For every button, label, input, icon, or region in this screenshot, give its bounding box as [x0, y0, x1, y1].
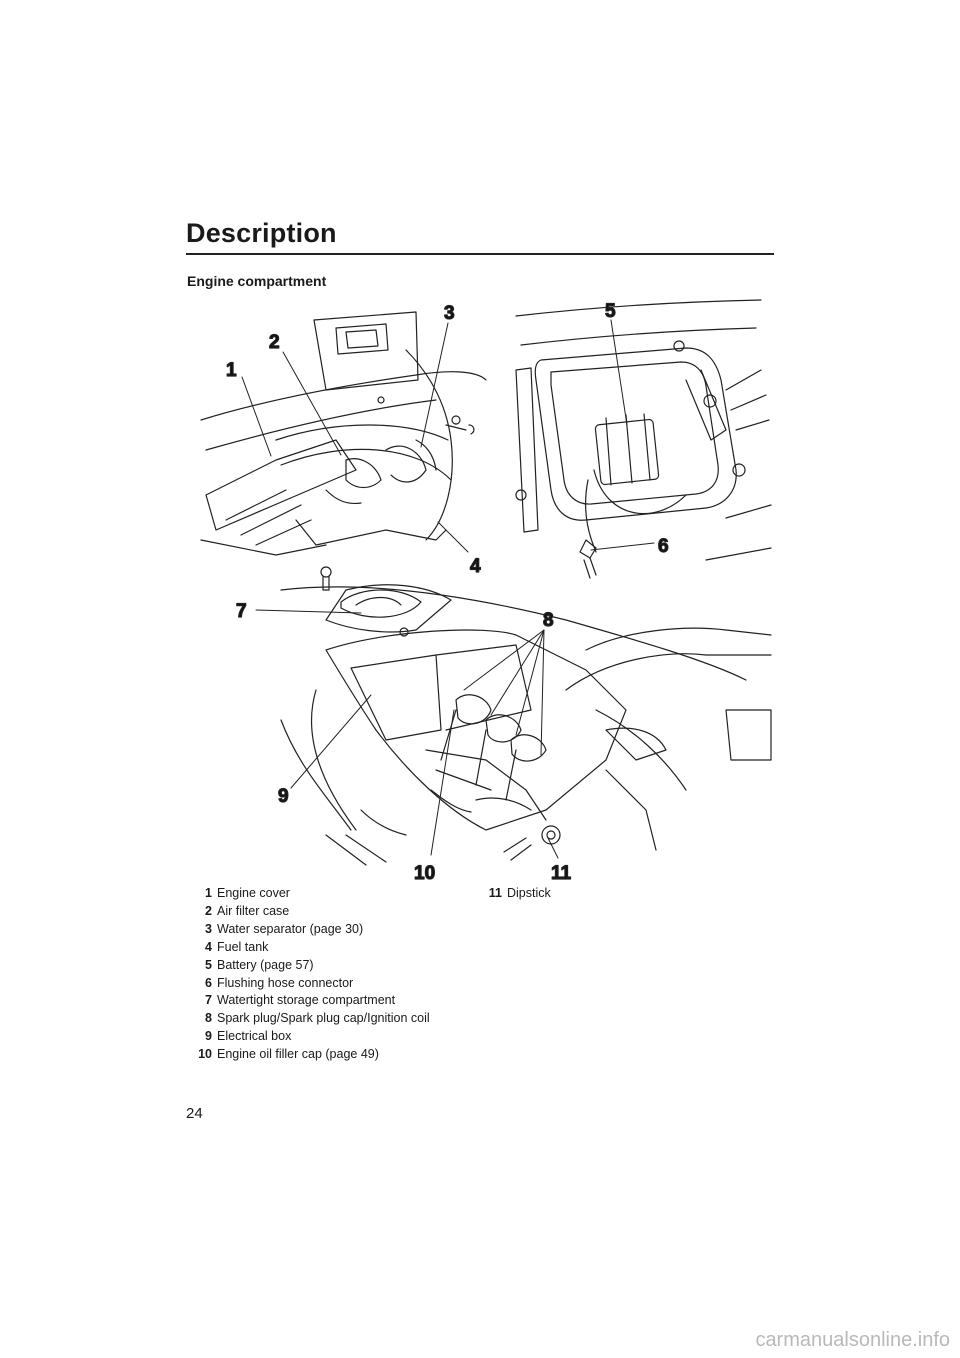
legend-item: 1 Engine cover — [186, 885, 486, 903]
watermark[interactable]: carmanualsonline.info — [755, 1329, 950, 1351]
legend-item: 4 Fuel tank — [186, 939, 486, 957]
legend-number: 7 — [205, 993, 212, 1008]
legend-number: 6 — [205, 975, 212, 990]
callout-1: 1 — [226, 360, 237, 381]
legend-label: Electrical box — [217, 1029, 292, 1044]
legend-number: 10 — [198, 1047, 212, 1062]
legend-number: 8 — [205, 1011, 212, 1026]
bottom-illustration — [280, 566, 772, 866]
callout-6: 6 — [658, 536, 669, 557]
legend-label: Spark plug/Spark plug cap/Ignition coil — [217, 1011, 430, 1026]
top-left-illustration — [200, 311, 487, 556]
legend-item: 2 Air filter case — [186, 903, 486, 921]
callout-4: 4 — [470, 556, 481, 577]
legend-item: 8 Spark plug/Spark plug cap/Ignition coil — [186, 1010, 486, 1028]
legend-item: 10 Engine oil filler cap (page 49) — [186, 1046, 486, 1064]
legend-label: Flushing hose connector — [217, 975, 354, 990]
legend-item: 3 Water separator (page 30) — [186, 921, 486, 939]
callout-3: 3 — [444, 303, 455, 324]
legend-number: 9 — [205, 1029, 212, 1044]
legend-label: Engine cover — [217, 886, 290, 900]
legend-label: Fuel tank — [217, 939, 269, 954]
legend-label: Engine oil filler cap (page 49) — [217, 1047, 379, 1062]
title-rule — [186, 253, 774, 255]
callout-8: 8 — [543, 610, 554, 631]
legend-item: 9 Electrical box — [186, 1028, 486, 1046]
legend-item: 5 Battery (page 57) — [186, 957, 486, 975]
legend-label: Air filter case — [217, 903, 290, 918]
legend-label: Battery (page 57) — [217, 957, 314, 972]
legend-number: 3 — [205, 921, 212, 936]
legend-number: 1 — [205, 886, 212, 900]
legend-number: 2 — [205, 903, 212, 918]
callout-5: 5 — [605, 301, 616, 322]
legend-label: Watertight storage compartment — [217, 993, 396, 1008]
page-number: 24 — [186, 1105, 203, 1122]
callout-2: 2 — [269, 332, 280, 353]
legend-number: 5 — [205, 957, 212, 972]
top-right-illustration — [515, 299, 772, 579]
legend-item: 6 Flushing hose connector — [186, 975, 486, 993]
legend-number: 4 — [205, 939, 212, 954]
legend-number: 11 — [488, 886, 502, 900]
legend-column-2: 11 Dipstick — [476, 885, 726, 903]
callout-11: 11 — [551, 863, 572, 884]
legend-item: 7 Watertight storage compartment — [186, 992, 486, 1010]
legend-label: Dipstick — [507, 886, 551, 900]
subsection-title: Engine compartment — [187, 273, 327, 289]
callout-7: 7 — [236, 601, 247, 622]
callout-9: 9 — [278, 786, 289, 807]
callout-10: 10 — [414, 863, 435, 884]
legend-column-1: 1 Engine cover 2 Air filter case 3 Water se… — [186, 885, 486, 1064]
legend-item: 11 Dipstick — [476, 885, 726, 903]
leader-lines — [241, 319, 655, 859]
section-title: Description — [186, 218, 337, 248]
engine-compartment-figure: 1 2 3 4 5 6 7 8 9 10 11 — [186, 290, 776, 885]
legend-label: Water separator (page 30) — [217, 921, 364, 936]
